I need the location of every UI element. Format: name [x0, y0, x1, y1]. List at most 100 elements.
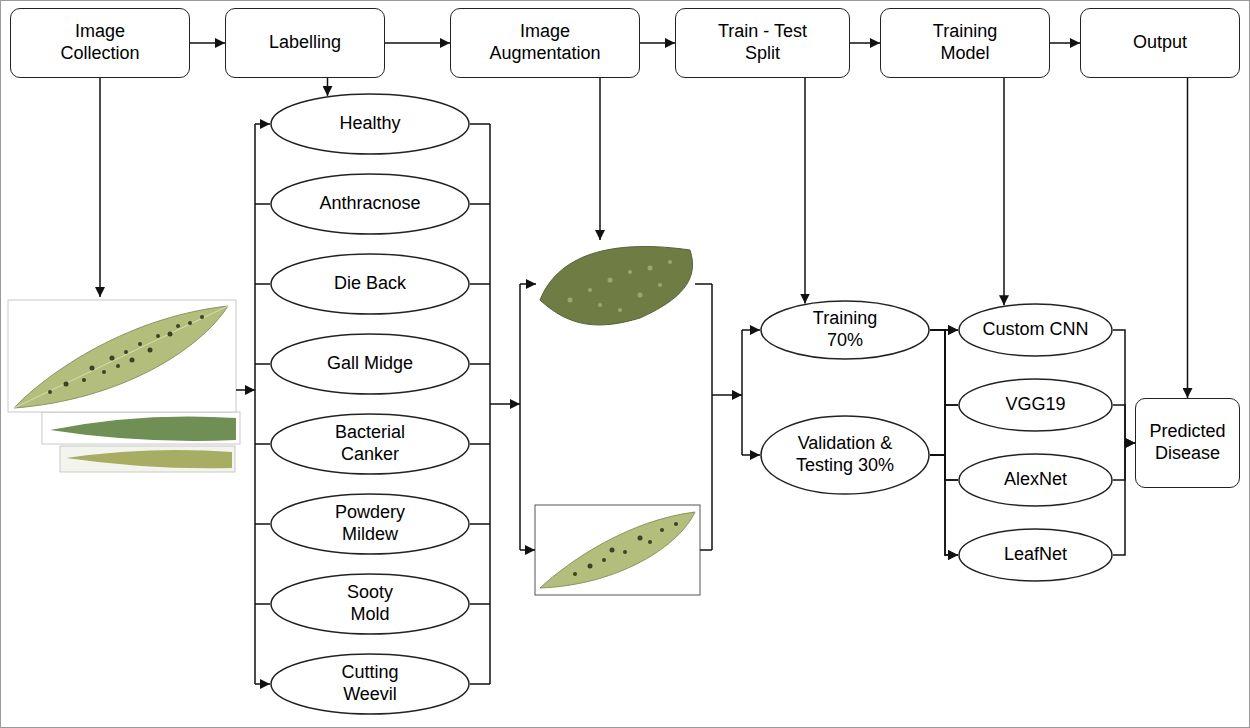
ellipse-shape	[271, 254, 469, 314]
leaf-spot	[568, 298, 573, 303]
node-label: Labelling	[269, 32, 341, 54]
text-block: Image Augmentation	[483, 21, 608, 64]
split-ellipse: Training 70%	[760, 300, 930, 360]
connector-arrow	[1113, 330, 1135, 443]
node-label: Image Augmentation	[483, 21, 608, 64]
connector-arrow	[850, 42, 880, 44]
bracket-tick	[520, 283, 536, 285]
node-label: Train - Test Split	[708, 21, 818, 64]
text-block: LeafNet	[1004, 544, 1067, 566]
connector-arrow	[930, 330, 958, 555]
leaf-spot	[608, 278, 613, 283]
augmented-leaf	[540, 512, 695, 588]
connector-arrow	[804, 78, 806, 304]
leaf-spot	[648, 540, 652, 544]
process-box: Image Augmentation	[450, 8, 640, 78]
node-label: Training 70%	[809, 308, 881, 351]
connector-arrow	[930, 455, 958, 555]
bracket-line	[519, 284, 521, 550]
leaf-spot	[90, 366, 95, 371]
leaf-spot	[110, 356, 115, 361]
leaf-spot	[200, 315, 204, 319]
ellipse-shape	[271, 654, 469, 714]
leaf-spot	[588, 288, 592, 292]
node-label: Training Model	[920, 21, 1010, 64]
leaf-spot	[623, 550, 627, 554]
ellipse-shape	[959, 379, 1112, 431]
bracket-tick	[700, 549, 712, 551]
text-block: Training Model	[920, 21, 1010, 64]
ellipse-shape	[271, 574, 469, 634]
leaf-spot	[674, 522, 678, 526]
bracket-tick	[470, 363, 490, 365]
leaf-spot	[598, 303, 602, 307]
flow-arrow	[599, 78, 601, 240]
leaf-spot	[602, 558, 606, 562]
connector-arrow	[930, 405, 958, 455]
text-block: Predicted Disease	[1148, 421, 1228, 464]
ellipse-shape	[761, 416, 929, 494]
ellipse-shape	[959, 304, 1112, 356]
class-ellipse: Anthracnose	[270, 173, 470, 235]
bracket-tick	[255, 523, 270, 525]
text-block: Anthracnose	[319, 193, 420, 215]
connector-arrow	[1113, 443, 1135, 555]
text-block: Cutting Weevil	[325, 662, 415, 705]
leaf-spot	[618, 308, 622, 312]
ellipse-shape	[959, 454, 1112, 506]
text-block: Gall Midge	[327, 353, 413, 375]
photo-frame	[42, 412, 240, 444]
bracket-tick	[742, 454, 760, 456]
class-ellipse: Die Back	[270, 253, 470, 315]
model-ellipse: LeafNet	[958, 528, 1113, 582]
node-label: Powdery Mildew	[325, 502, 415, 545]
bracket-line	[254, 124, 256, 684]
photo-frame	[8, 300, 236, 412]
node-label: AlexNet	[1004, 469, 1067, 491]
leaf-spot	[138, 342, 142, 346]
bracket-tick	[470, 203, 490, 205]
bracket-tick	[255, 443, 270, 445]
node-label: Sooty Mold	[335, 582, 405, 625]
leaf-spot	[668, 260, 672, 264]
model-ellipse: VGG19	[958, 378, 1113, 432]
connector-arrow	[930, 330, 958, 405]
text-block: Validation & Testing 30%	[788, 433, 903, 476]
ellipse-shape	[271, 494, 469, 554]
ellipse-shape	[761, 301, 929, 359]
leaf-spot	[628, 270, 632, 274]
process-box: Training Model	[880, 8, 1050, 78]
node-label: Cutting Weevil	[325, 662, 415, 705]
split-ellipse: Validation & Testing 30%	[760, 415, 930, 495]
text-block: Image Collection	[43, 21, 158, 64]
node-label: Custom CNN	[982, 319, 1088, 341]
leaf-spot	[573, 572, 577, 576]
process-box: Train - Test Split	[675, 8, 850, 78]
ellipse-shape	[271, 174, 469, 234]
leaf-midrib	[14, 306, 228, 408]
connector-arrow	[385, 42, 450, 44]
leaf-spot	[648, 266, 653, 271]
ellipse-shape	[271, 94, 469, 154]
bracket-tick	[470, 443, 490, 445]
bracket-tick	[470, 283, 490, 285]
leaf-spot	[638, 536, 643, 541]
flow-arrow	[712, 394, 742, 396]
bracket-tick	[255, 683, 270, 685]
text-block: AlexNet	[1004, 469, 1067, 491]
leaf-spot	[148, 348, 153, 353]
node-label: Output	[1133, 32, 1187, 54]
ellipse-shape	[959, 529, 1112, 581]
ellipse-shape	[271, 414, 469, 474]
connector-arrow	[640, 42, 675, 44]
node-label: Gall Midge	[327, 353, 413, 375]
bracket-line	[741, 330, 743, 455]
photo-frame	[60, 446, 235, 472]
leaf-spot	[156, 334, 160, 338]
leaf-spot	[48, 390, 52, 394]
text-block: Custom CNN	[982, 319, 1088, 341]
connector-arrow	[1113, 443, 1135, 480]
node-label: LeafNet	[1004, 544, 1067, 566]
bracket-tick	[255, 363, 270, 365]
